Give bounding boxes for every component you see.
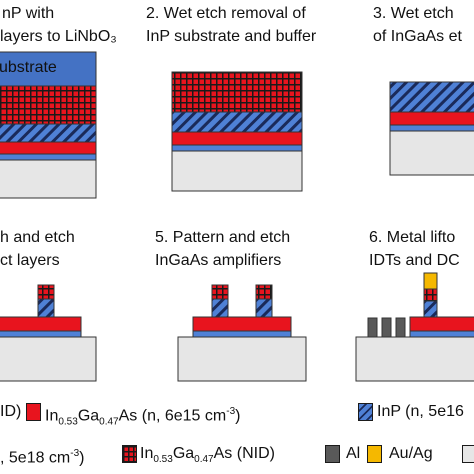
inp-hatched-pillar	[423, 300, 438, 318]
legend-swatch-ingaas-nid	[122, 445, 137, 463]
inp-hatched-pillar	[37, 298, 55, 318]
inp-thin-layer	[389, 124, 474, 132]
al-idt-finger-3	[395, 317, 406, 338]
legend-n-doped: , 5e18 cm-3)	[0, 448, 85, 467]
linbo3-substrate	[389, 130, 474, 176]
inp-thin-layer	[409, 330, 474, 338]
legend-inp: InP (n, 5e16	[377, 403, 464, 420]
panel-2-stack	[171, 71, 303, 192]
step-1-title-line2: layers to LiNbO₃	[0, 28, 117, 45]
linbo3-substrate	[171, 150, 303, 192]
legend-swatch-auag	[367, 445, 382, 463]
al-idt-finger-1	[367, 317, 378, 338]
inp-thin-layer	[171, 144, 303, 152]
panel-5-stack	[177, 284, 307, 382]
step-3-title-line2: of InGaAs et	[373, 28, 462, 45]
al-idt-finger-2	[381, 317, 392, 338]
legend-swatch-inp	[358, 403, 373, 421]
ingaas-n-layer	[192, 316, 292, 332]
substrate-label: ubstrate	[0, 59, 57, 76]
legend-al: Al	[346, 445, 361, 462]
step-3-title-line1: 3. Wet etch	[373, 5, 454, 22]
step-6-title-line1: 6. Metal lifto	[369, 229, 456, 246]
step-1-title-line1: nP with	[2, 5, 55, 22]
panel-3-stack	[389, 81, 474, 176]
ingaas-n-layer	[0, 141, 97, 155]
step-5-title-line2: InGaAs amplifiers	[155, 252, 282, 269]
legend-swatch-al	[325, 445, 340, 463]
linbo3-substrate	[0, 159, 97, 199]
panel-1-stack	[0, 51, 97, 199]
inp-thin-layer	[192, 330, 292, 338]
ingaas-nid-layer	[171, 71, 303, 113]
inp-thin-layer	[0, 153, 97, 161]
inp-thin-layer	[0, 330, 82, 338]
inp-hatched-layer	[0, 123, 97, 143]
linbo3-substrate	[355, 336, 474, 382]
inp-substrate-layer	[0, 51, 97, 87]
ingaas-n-layer	[409, 316, 474, 332]
legend-ingaas-n: In0.53Ga0.47As (n, 6e15 cm-3)	[45, 406, 241, 428]
ingaas-n-layer	[0, 316, 82, 332]
auag-contact	[423, 272, 438, 290]
legend-ingaas-nid: In0.53Ga0.47As (NID)	[140, 445, 275, 466]
ingaas-nid-pillar	[37, 284, 55, 300]
step-4-title-line2: ct layers	[0, 252, 60, 269]
ingaas-nid-layer	[0, 85, 97, 125]
legend-swatch-linbo3	[462, 445, 474, 463]
ingaas-nid-pillar-right	[255, 284, 273, 300]
linbo3-substrate	[177, 336, 307, 382]
panel-4-stack	[0, 284, 97, 382]
step-5-title-line1: 5. Pattern and etch	[155, 229, 291, 246]
ingaas-nid-pillar	[423, 288, 438, 302]
step-6-title-line2: IDTs and DC	[369, 252, 460, 269]
step-2-title-line1: 2. Wet etch removal of	[146, 5, 306, 22]
step-2-title-line2: InP substrate and buffer	[146, 28, 317, 45]
inp-hatched-pillar-right	[255, 298, 273, 318]
legend-auag: Au/Ag	[389, 445, 433, 462]
ingaas-nid-pillar-left	[211, 284, 229, 300]
inp-hatched-layer	[171, 111, 303, 133]
linbo3-substrate	[0, 336, 97, 382]
inp-hatched-layer	[389, 81, 474, 113]
legend-swatch-ingaas-n	[26, 403, 41, 421]
ingaas-n-layer	[389, 111, 474, 126]
legend-nid-tail: ID)	[0, 403, 22, 420]
step-4-title-line1: h and etch	[0, 229, 75, 246]
ingaas-n-layer	[171, 131, 303, 146]
panel-6-stack	[355, 272, 474, 382]
inp-hatched-pillar-left	[211, 298, 229, 318]
